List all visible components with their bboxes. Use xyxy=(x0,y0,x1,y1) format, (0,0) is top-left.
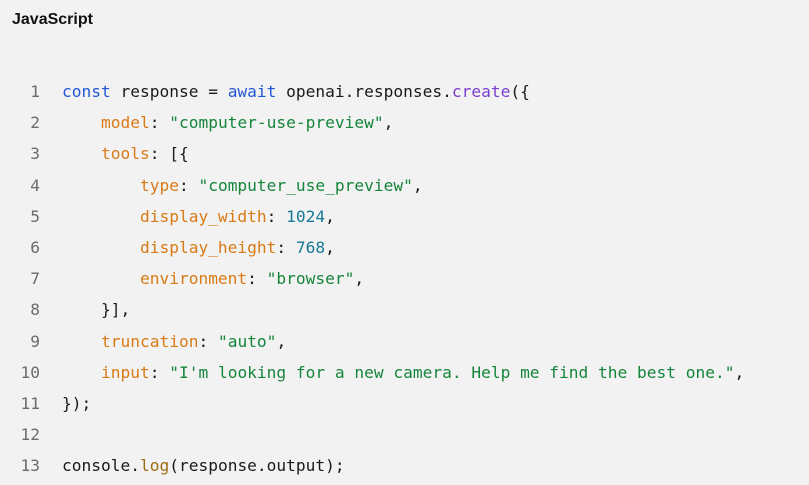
code-token: const xyxy=(62,82,111,101)
code-token: : xyxy=(149,113,170,133)
code-token: display_width xyxy=(139,206,267,226)
code-line: 9 truncation: "auto", xyxy=(0,326,809,357)
line-number: 7 xyxy=(30,269,40,289)
code-token: 1024 xyxy=(286,206,326,226)
code-token xyxy=(62,113,101,132)
code-token: }], xyxy=(62,300,131,320)
line-number: 11 xyxy=(20,393,41,413)
code-token xyxy=(62,332,101,351)
code-token: , xyxy=(276,331,287,351)
code-token xyxy=(62,144,101,163)
code-language-label: JavaScript xyxy=(12,11,93,28)
code-line: 6 display_height: 768, xyxy=(0,232,809,263)
code-token xyxy=(62,207,140,226)
code-line-content: environment: "browser", xyxy=(62,263,364,294)
code-token: "computer-use-preview" xyxy=(169,113,384,133)
code-line: 4 type: "computer_use_preview", xyxy=(0,170,809,201)
code-token: : xyxy=(149,362,170,382)
code-line: 1 const response = await openai.responses… xyxy=(0,76,809,107)
code-token: display_height xyxy=(139,237,277,257)
code-token: response = xyxy=(110,82,228,101)
code-token: truncation xyxy=(100,331,199,351)
code-token: , xyxy=(325,206,335,226)
code-line-content: }); xyxy=(62,388,91,419)
code-token: }); xyxy=(62,393,92,413)
code-line-content: model: "computer-use-preview", xyxy=(62,107,393,138)
code-line-content: const response = await openai.responses.… xyxy=(62,76,530,107)
code-token: , xyxy=(412,175,423,195)
code-token: ({ xyxy=(510,82,530,101)
code-line-content: display_height: 768, xyxy=(62,232,335,263)
line-number: 5 xyxy=(30,206,40,226)
code-token: tools xyxy=(100,144,150,164)
code-token: : [{ xyxy=(149,144,189,164)
code-token xyxy=(62,269,140,288)
line-number: 13 xyxy=(20,456,41,476)
line-number: 10 xyxy=(20,362,41,382)
code-line-content: display_width: 1024, xyxy=(62,201,335,232)
code-line: 13 console.log(response.output); xyxy=(0,450,809,481)
code-line: 10 input: "I'm looking for a new camera.… xyxy=(0,357,809,388)
code-line: 2 model: "computer-use-preview", xyxy=(0,107,809,138)
code-token: "computer_use_preview" xyxy=(198,175,413,195)
code-token: await xyxy=(227,82,277,101)
line-number: 9 xyxy=(30,331,40,351)
code-token: "auto" xyxy=(217,331,277,351)
code-token: : xyxy=(178,175,199,195)
code-line-content: console.log(response.output); xyxy=(62,450,345,481)
code-token: : xyxy=(247,269,267,289)
code-token: , xyxy=(354,269,365,289)
code-line: 12 xyxy=(0,419,809,450)
code-token: 768 xyxy=(295,237,326,257)
code-token: "browser" xyxy=(266,269,355,289)
code-token: create xyxy=(451,82,511,101)
code-token: , xyxy=(325,237,335,257)
code-token: console. xyxy=(62,456,140,476)
line-number: 4 xyxy=(30,175,40,195)
code-token: : xyxy=(266,206,287,226)
line-number: 8 xyxy=(30,300,40,320)
line-number: 12 xyxy=(20,425,41,445)
code-line: 3 tools: [{ xyxy=(0,138,809,169)
code-line: 5 display_width: 1024, xyxy=(0,201,809,232)
code-line-content: type: "computer_use_preview", xyxy=(62,170,423,201)
code-line: 8 }], xyxy=(0,294,809,325)
code-token: "I'm looking for a new camera. Help me f… xyxy=(169,362,735,382)
code-token: : xyxy=(276,237,296,257)
code-token: environment xyxy=(139,269,248,289)
line-number: 6 xyxy=(30,237,40,257)
code-token: input xyxy=(100,362,150,382)
code-token: model xyxy=(100,113,150,133)
code-line: 7 environment: "browser", xyxy=(0,263,809,294)
code-token: log xyxy=(139,456,170,476)
code-line-content: truncation: "auto", xyxy=(62,326,286,357)
code-line-content: tools: [{ xyxy=(62,138,189,169)
code-line: 11}); xyxy=(0,388,809,419)
code-token: , xyxy=(734,362,745,382)
code-token: , xyxy=(383,113,394,133)
code-token: (response.output); xyxy=(169,456,345,476)
code-line-content: input: "I'm looking for a new camera. He… xyxy=(62,357,744,388)
code-token xyxy=(62,363,101,382)
line-number: 2 xyxy=(30,113,40,133)
code-block[interactable]: 1 const response = await openai.responses… xyxy=(0,76,809,481)
code-token xyxy=(62,176,140,195)
code-line-content: }], xyxy=(62,294,130,325)
code-token xyxy=(62,238,140,257)
line-number: 3 xyxy=(30,144,40,164)
line-number: 1 xyxy=(30,82,40,101)
code-token: : xyxy=(198,331,218,351)
code-token: type xyxy=(139,175,179,195)
code-token: openai.responses. xyxy=(276,82,452,101)
